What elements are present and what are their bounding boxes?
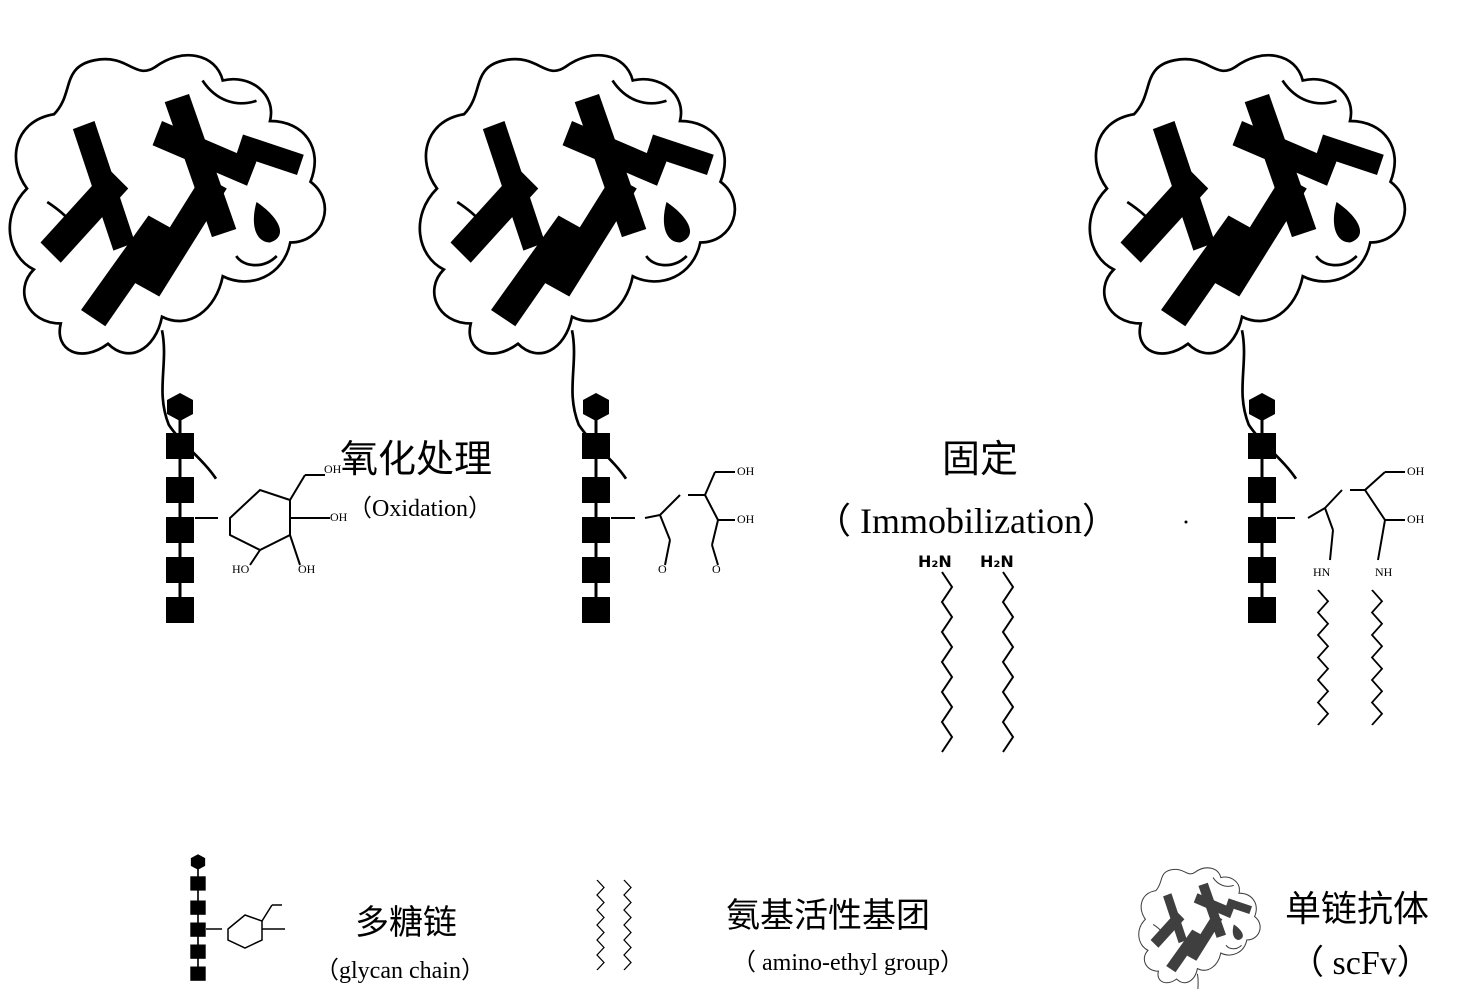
immobilization-step-label-en: （ Immobilization）	[815, 501, 1118, 541]
legend-amino-label-cn: 氨基活性基团	[726, 896, 930, 936]
scfv-protein-stage-2	[418, 53, 737, 481]
glucose-oh-right-label: OH	[330, 510, 348, 524]
glucose-oh-top-label: OH	[324, 462, 342, 476]
amine-label-2: H₂N	[980, 552, 1014, 571]
glucose-ho-label: HO	[232, 562, 250, 576]
glycan-chain-stage-2	[580, 391, 612, 625]
product-chain-2	[1371, 589, 1383, 726]
legend-glycan-glyph	[189, 853, 285, 982]
aldehyde-o-label-1: O	[658, 562, 667, 576]
legend-glycan-label-cn: 多糖链	[355, 903, 457, 943]
scfv-protein-stage-3	[1088, 53, 1407, 481]
aldehyde-o-label-2: O	[712, 562, 721, 576]
immobilized-glycan-structure	[1277, 471, 1405, 561]
legend-amino-label-en: （ amino-ethyl group）	[732, 950, 964, 976]
product-nh-label: NH	[1375, 565, 1393, 579]
oxidized-oh-mid-label: OH	[737, 512, 755, 526]
product-chain-1	[1317, 589, 1329, 726]
oxidation-step-label-cn: 氧化处理	[340, 437, 493, 481]
oxidation-step-label-en: （Oxidation）	[348, 496, 492, 522]
oxidized-glycan-structure	[611, 471, 735, 566]
legend-scfv-label-en: （ scFv）	[1290, 945, 1431, 982]
product-hn-label: HN	[1313, 565, 1331, 579]
legend-amino-glyph	[596, 879, 632, 971]
legend-scfv-label-cn: 单链抗体	[1285, 889, 1430, 930]
amine-label-1: H₂N	[918, 552, 952, 571]
immobilization-step-label-cn: 固定	[942, 437, 1019, 481]
scfv-protein-stage-1	[8, 53, 327, 481]
amino-chain-1	[941, 571, 953, 753]
glucose-ring-structure	[195, 474, 330, 566]
legend-scfv-glyph	[1138, 867, 1261, 989]
legend-glycan-label-en: （glycan chain）	[315, 958, 485, 984]
product-oh-top-label: OH	[1407, 464, 1425, 478]
glucose-oh-bottom-label: OH	[298, 562, 316, 576]
stray-dot	[1184, 520, 1188, 524]
amino-chain-2	[1002, 571, 1014, 753]
oxidized-oh-top-label: OH	[737, 464, 755, 478]
product-oh-mid-label: OH	[1407, 512, 1425, 526]
